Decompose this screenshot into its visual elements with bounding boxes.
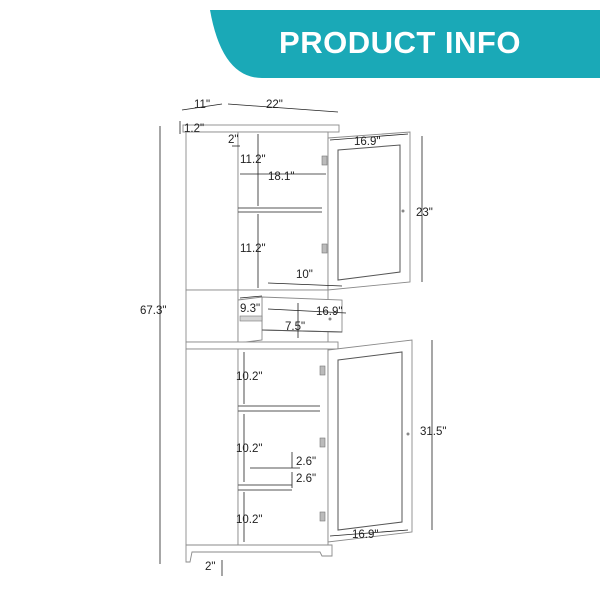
banner-shape xyxy=(210,10,600,78)
hinge-icon xyxy=(319,437,326,448)
label-lower-shelf-2: 10.2" xyxy=(236,443,262,455)
door-knob-icon xyxy=(406,432,410,436)
label-upper-shelf-2: 11.2" xyxy=(240,243,266,255)
label-drawer-front-height: 9.3" xyxy=(240,303,260,315)
lower-door xyxy=(327,339,413,543)
label-base-height: 2" xyxy=(205,561,215,573)
hinge-icon xyxy=(319,511,326,522)
label-drawer-width: 16.9" xyxy=(316,306,342,318)
label-adjust-2: 2.6" xyxy=(296,473,316,485)
hinge-icon xyxy=(321,243,328,254)
label-upper-door-height: 23" xyxy=(416,207,433,219)
upper-side-panel xyxy=(185,131,239,291)
label-upper-shelf-1: 11.2" xyxy=(240,154,266,166)
lower-top-ledge xyxy=(185,341,339,350)
upper-glass-pane xyxy=(337,144,401,281)
label-width: 22" xyxy=(266,99,283,111)
label-lower-shelf-3: 10.2" xyxy=(236,514,262,526)
label-side-inset: 2" xyxy=(228,134,238,146)
lower-interior xyxy=(237,348,329,546)
label-lower-door-width: 16.9" xyxy=(352,529,378,541)
dimension-lines xyxy=(159,103,433,576)
label-depth: 11" xyxy=(194,99,210,111)
upper-glass-door xyxy=(327,131,411,291)
label-total-height: 67.3" xyxy=(140,305,166,317)
drawer-knob-icon xyxy=(328,317,332,321)
label-drawer-depth: 10" xyxy=(296,269,313,281)
label-lower-shelf-1: 10.2" xyxy=(236,371,262,383)
cabinet-outline xyxy=(182,124,413,563)
label-upper-door-width: 16.9" xyxy=(354,136,380,148)
product-info-banner: PRODUCT INFO xyxy=(0,0,600,90)
label-adjust-1: 2.6" xyxy=(296,456,316,468)
door-knob-icon xyxy=(401,209,405,213)
drawer-slide-icon xyxy=(239,315,263,322)
dimension-labels: 11" 22" 1.2" 2" 11.2" 18.1" 11.2" 10" 9.… xyxy=(140,99,446,573)
lower-side-panel xyxy=(185,348,239,546)
cabinet-base xyxy=(185,544,333,563)
lower-door-panel xyxy=(337,351,403,531)
banner-title: PRODUCT INFO xyxy=(279,25,521,60)
hinge-icon xyxy=(319,365,326,376)
label-top-thickness: 1.2" xyxy=(184,123,204,135)
cabinet-top xyxy=(182,124,340,133)
drawer-bottom-edge xyxy=(261,329,343,333)
label-drawer-height: 7.5" xyxy=(285,321,305,333)
hinge-icon xyxy=(321,155,328,166)
middle-side-panel xyxy=(185,289,239,343)
label-lower-door-height: 31.5" xyxy=(420,426,446,438)
upper-interior xyxy=(237,131,329,291)
label-inner-width: 18.1" xyxy=(268,171,294,183)
